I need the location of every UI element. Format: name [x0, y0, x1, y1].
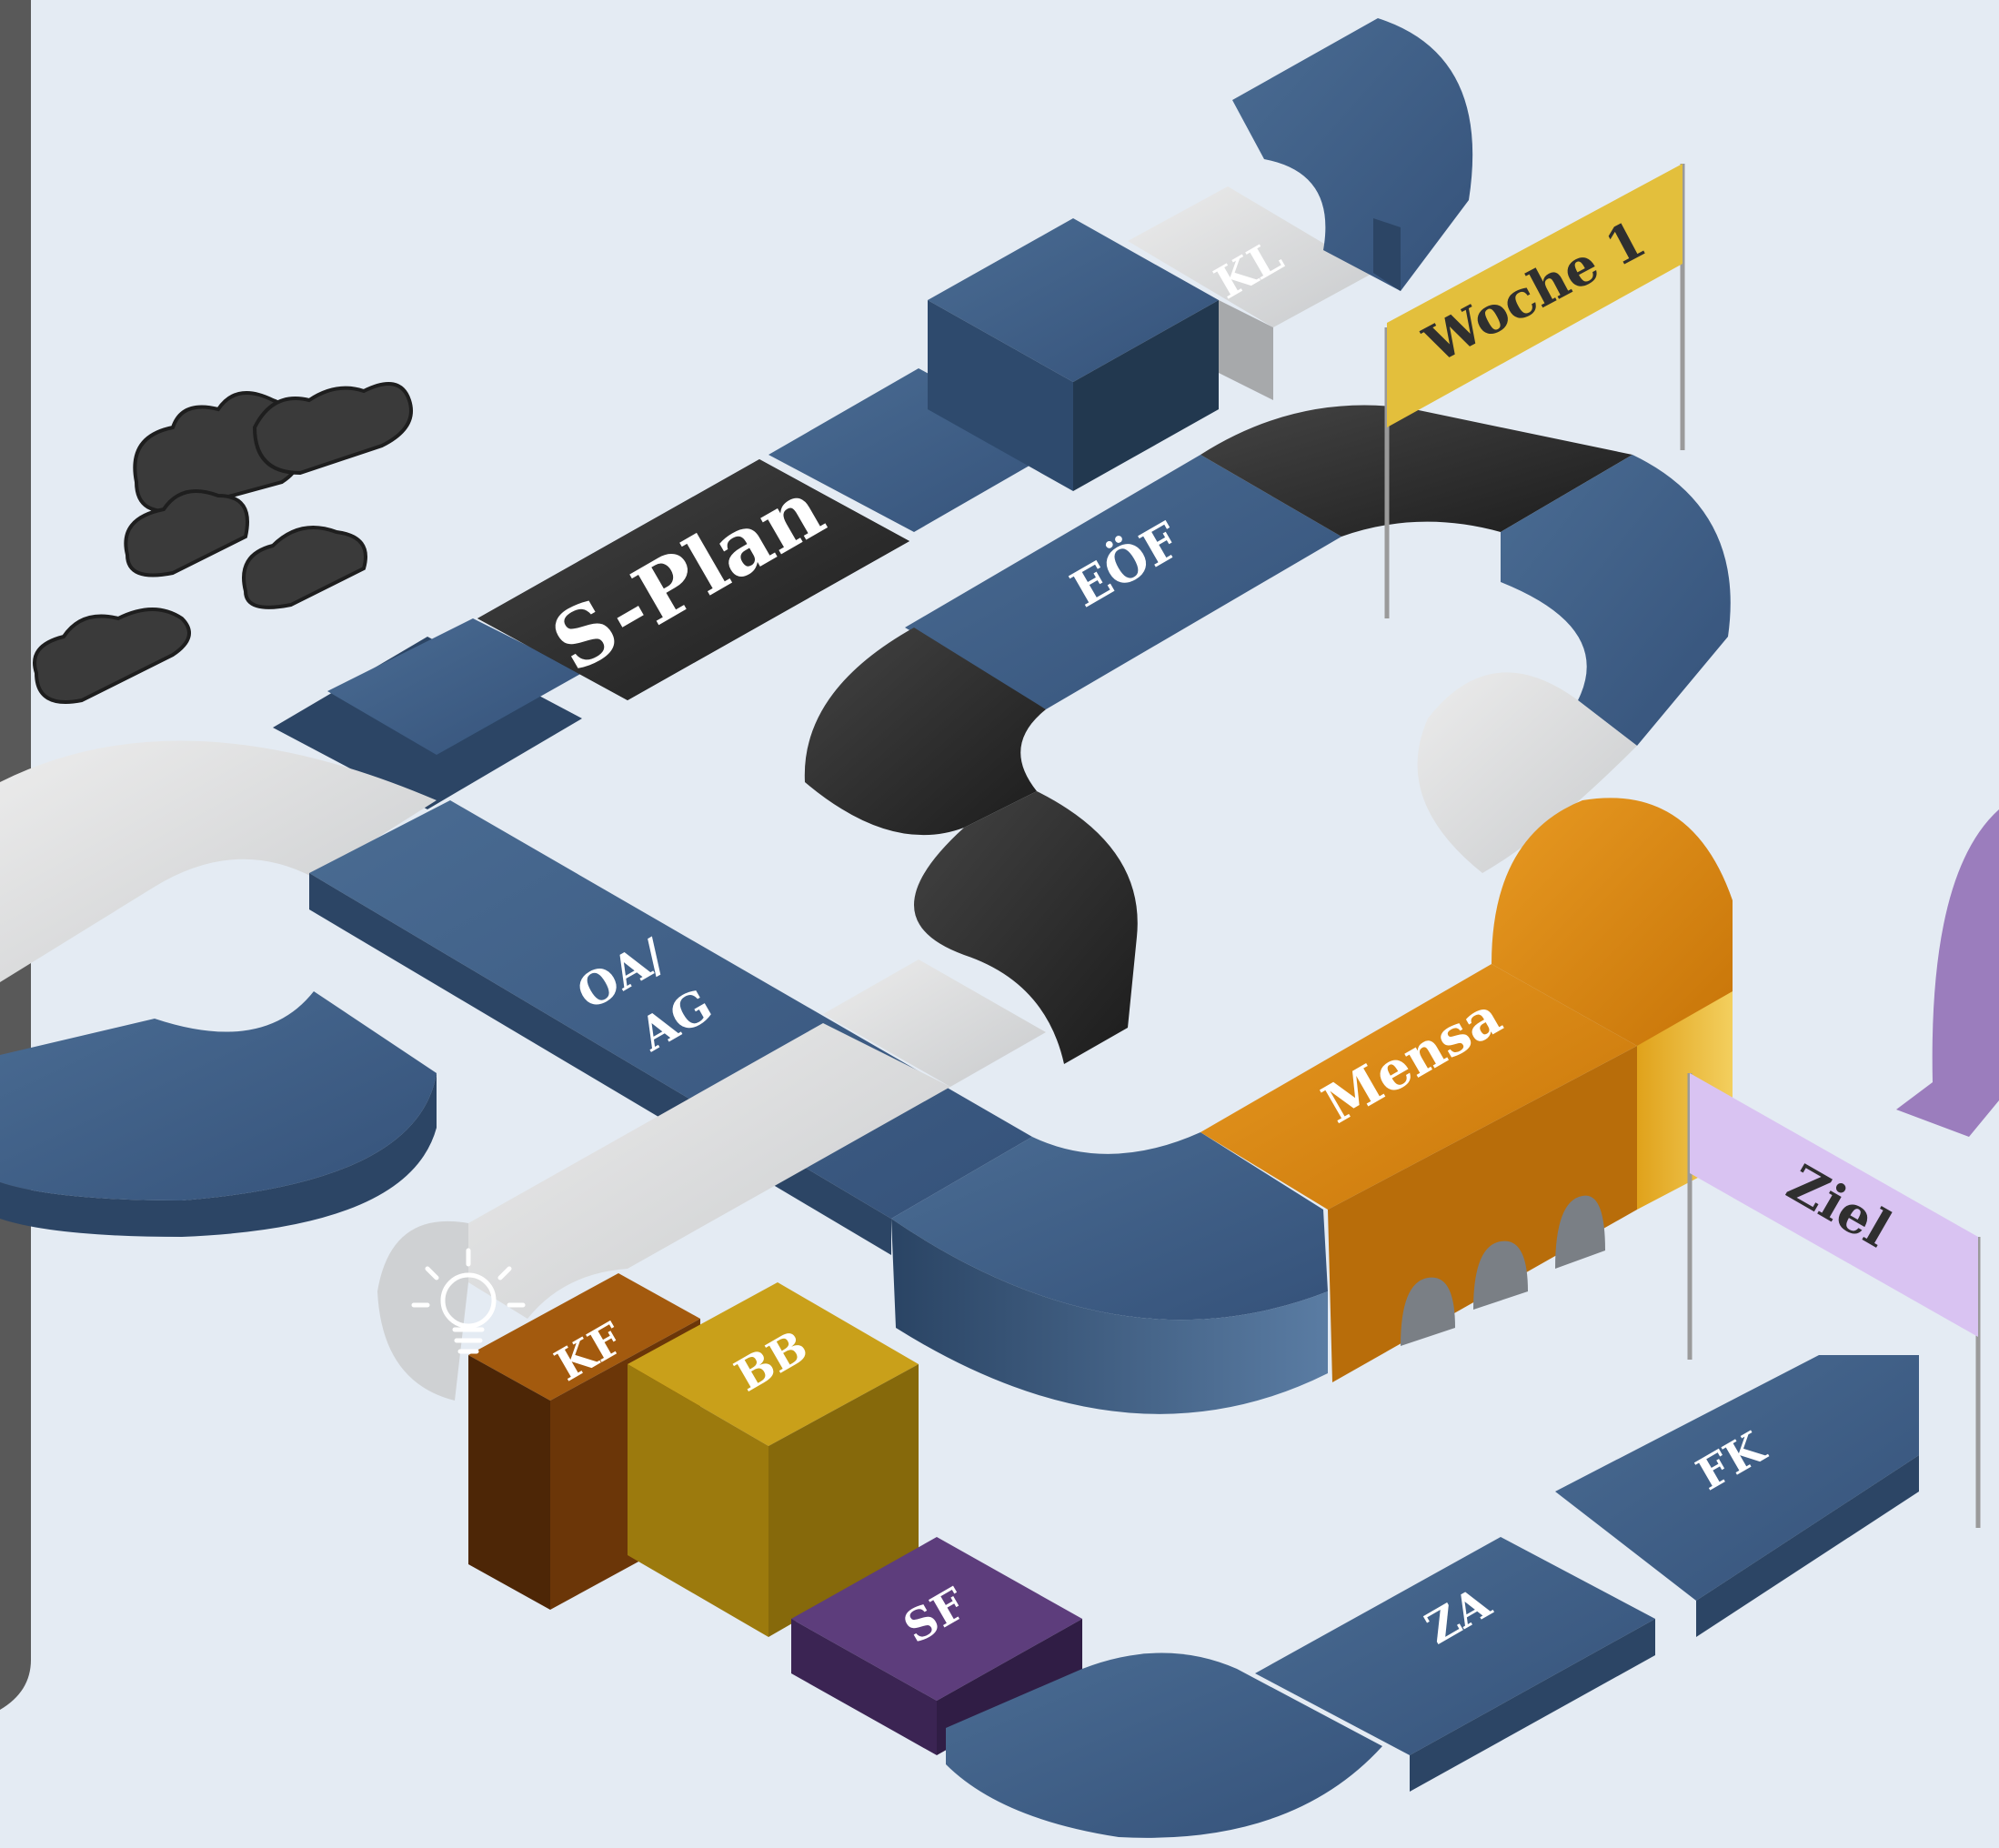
- track-left-ring: [0, 741, 437, 1237]
- track-bottom-row: [946, 1355, 1919, 1838]
- curved-arrow-icon: [1896, 809, 1999, 1137]
- cloud-icon: [35, 384, 411, 702]
